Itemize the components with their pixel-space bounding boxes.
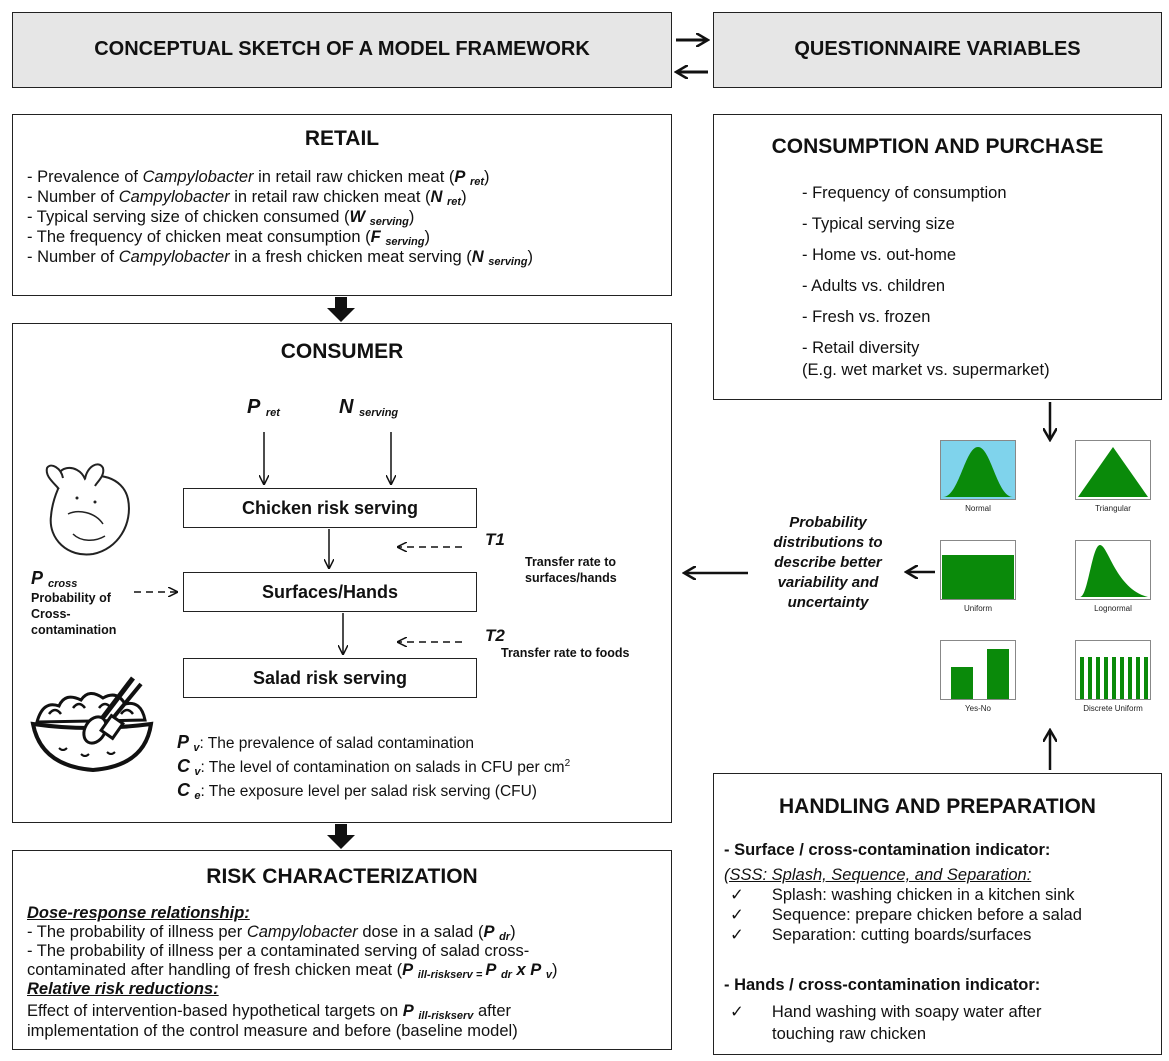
uniform-label: Uniform bbox=[963, 604, 992, 613]
uniform-distribution-tile bbox=[940, 540, 1016, 600]
surface-item-separation: ✓Separation: cutting boards/surfaces bbox=[730, 926, 1032, 944]
handling-title: HANDLING AND PREPARATION bbox=[779, 795, 1096, 818]
def-c-v: C v: The level of contamination on salad… bbox=[177, 756, 571, 778]
retail-item: - Typical serving size of chicken consum… bbox=[27, 208, 415, 228]
retail-to-consumer-arrow bbox=[327, 297, 355, 322]
model-framework-title: CONCEPTUAL SKETCH OF A MODEL FRAMEWORK bbox=[94, 38, 590, 60]
yes-no-distribution-tile bbox=[940, 640, 1016, 700]
triangular-distribution-tile bbox=[1075, 440, 1151, 500]
consumption-item: - Fresh vs. frozen bbox=[802, 308, 931, 326]
p-cross-description: Probability of Cross-contamination bbox=[31, 591, 117, 637]
consumer-title: CONSUMER bbox=[280, 340, 404, 363]
check-icon: ✓ bbox=[730, 906, 744, 924]
consumption-item: - Home vs. out-home bbox=[802, 246, 957, 264]
surface-indicator-heading: - Surface / cross-contamination indicato… bbox=[724, 841, 1051, 859]
handling-preparation-box: HANDLING AND PREPARATION - Surface / cro… bbox=[713, 773, 1162, 1055]
check-icon: ✓ bbox=[730, 886, 744, 904]
t2-label: T2 bbox=[485, 626, 505, 645]
discrete-uniform-label: Discrete Uniform bbox=[1083, 704, 1143, 713]
retail-box: RETAIL - Prevalence of Campylobacter in … bbox=[12, 114, 672, 296]
relative-risk-heading: Relative risk reductions: bbox=[27, 980, 219, 998]
consumption-item: - Adults vs. children bbox=[802, 277, 946, 295]
dose-response-item-cont: contaminated after handling of fresh chi… bbox=[27, 961, 558, 981]
retail-item: - The frequency of chicken meat consumpt… bbox=[27, 228, 430, 248]
chicken-risk-serving-step: Chicken risk serving bbox=[183, 488, 477, 528]
t2-description: Transfer rate to foods bbox=[501, 646, 630, 660]
surfaces-hands-step: Surfaces/Hands bbox=[183, 572, 477, 612]
retail-item: - Number of Campylobacter in retail raw … bbox=[27, 188, 467, 208]
consumption-title: CONSUMPTION AND PURCHASE bbox=[771, 135, 1104, 158]
discrete-uniform-distribution-tile bbox=[1075, 640, 1151, 700]
consumption-item: - Retail diversity bbox=[802, 339, 920, 357]
normal-label: Normal bbox=[965, 504, 991, 513]
risk-title: RISK CHARACTERIZATION bbox=[206, 865, 478, 888]
lognormal-distribution-tile bbox=[1075, 540, 1151, 600]
distributions-caption: Probability distributions to describe be… bbox=[773, 514, 883, 611]
check-icon: ✓ bbox=[730, 926, 744, 944]
yes-no-label: Yes-No bbox=[965, 704, 991, 713]
hands-item: ✓Hand washing with soapy water after bbox=[730, 1003, 1042, 1021]
salad-risk-serving-step: Salad risk serving bbox=[183, 658, 477, 698]
dose-response-item: - The probability of illness per Campylo… bbox=[27, 923, 516, 943]
relative-risk-item: Effect of intervention-based hypothetica… bbox=[27, 1002, 512, 1022]
consumer-box: CONSUMER P ret N serving Chicken risk se… bbox=[12, 323, 672, 823]
input-p-ret: P ret bbox=[247, 396, 280, 419]
dose-response-heading: Dose-response relationship: bbox=[27, 904, 250, 922]
risk-characterization-box: RISK CHARACTERIZATION Dose-response rela… bbox=[12, 850, 672, 1050]
relative-risk-item-cont: implementation of the control measure an… bbox=[27, 1022, 518, 1040]
surface-item-splash: ✓Splash: washing chicken in a kitchen si… bbox=[730, 886, 1075, 904]
salad-bowl-icon bbox=[30, 676, 154, 773]
check-icon: ✓ bbox=[730, 1003, 744, 1021]
consumption-item: - Frequency of consumption bbox=[802, 184, 1007, 202]
t1-description: Transfer rate to surfaces/hands bbox=[525, 555, 617, 585]
lognormal-label: Lognormal bbox=[1094, 604, 1132, 613]
sss-intro: (SSS: Splash, Sequence, and Separation: bbox=[724, 866, 1032, 884]
consumption-purchase-box: CONSUMPTION AND PURCHASE - Frequency of … bbox=[713, 114, 1162, 400]
surface-item-sequence: ✓Sequence: prepare chicken before a sala… bbox=[730, 906, 1082, 924]
model-framework-title-box: CONCEPTUAL SKETCH OF A MODEL FRAMEWORK bbox=[12, 12, 672, 88]
hands-indicator-heading: - Hands / cross-contamination indicator: bbox=[724, 976, 1041, 994]
input-n-serving: N serving bbox=[339, 396, 399, 419]
retail-title: RETAIL bbox=[304, 127, 380, 150]
consumption-item: - Typical serving size bbox=[802, 215, 955, 233]
hands-item-cont: touching raw chicken bbox=[772, 1025, 927, 1043]
def-p-v: P v: The prevalence of salad contaminati… bbox=[177, 732, 475, 754]
consumption-note: (E.g. wet market vs. supermarket) bbox=[802, 361, 1050, 379]
triangular-label: Triangular bbox=[1095, 504, 1131, 513]
def-c-e: C e: The exposure level per salad risk s… bbox=[177, 780, 537, 802]
normal-distribution-tile bbox=[940, 440, 1016, 500]
p-cross-label: P cross bbox=[31, 568, 78, 590]
raw-chicken-icon bbox=[45, 463, 130, 556]
retail-item: - Prevalence of Campylobacter in retail … bbox=[27, 168, 490, 188]
questionnaire-title-box: QUESTIONNAIRE VARIABLES bbox=[713, 12, 1162, 88]
t1-label: T1 bbox=[485, 530, 505, 549]
retail-item: - Number of Campylobacter in a fresh chi… bbox=[27, 248, 533, 268]
dose-response-item: - The probability of illness per a conta… bbox=[27, 942, 530, 960]
questionnaire-title: QUESTIONNAIRE VARIABLES bbox=[794, 38, 1081, 60]
consumer-to-risk-arrow bbox=[327, 824, 355, 849]
